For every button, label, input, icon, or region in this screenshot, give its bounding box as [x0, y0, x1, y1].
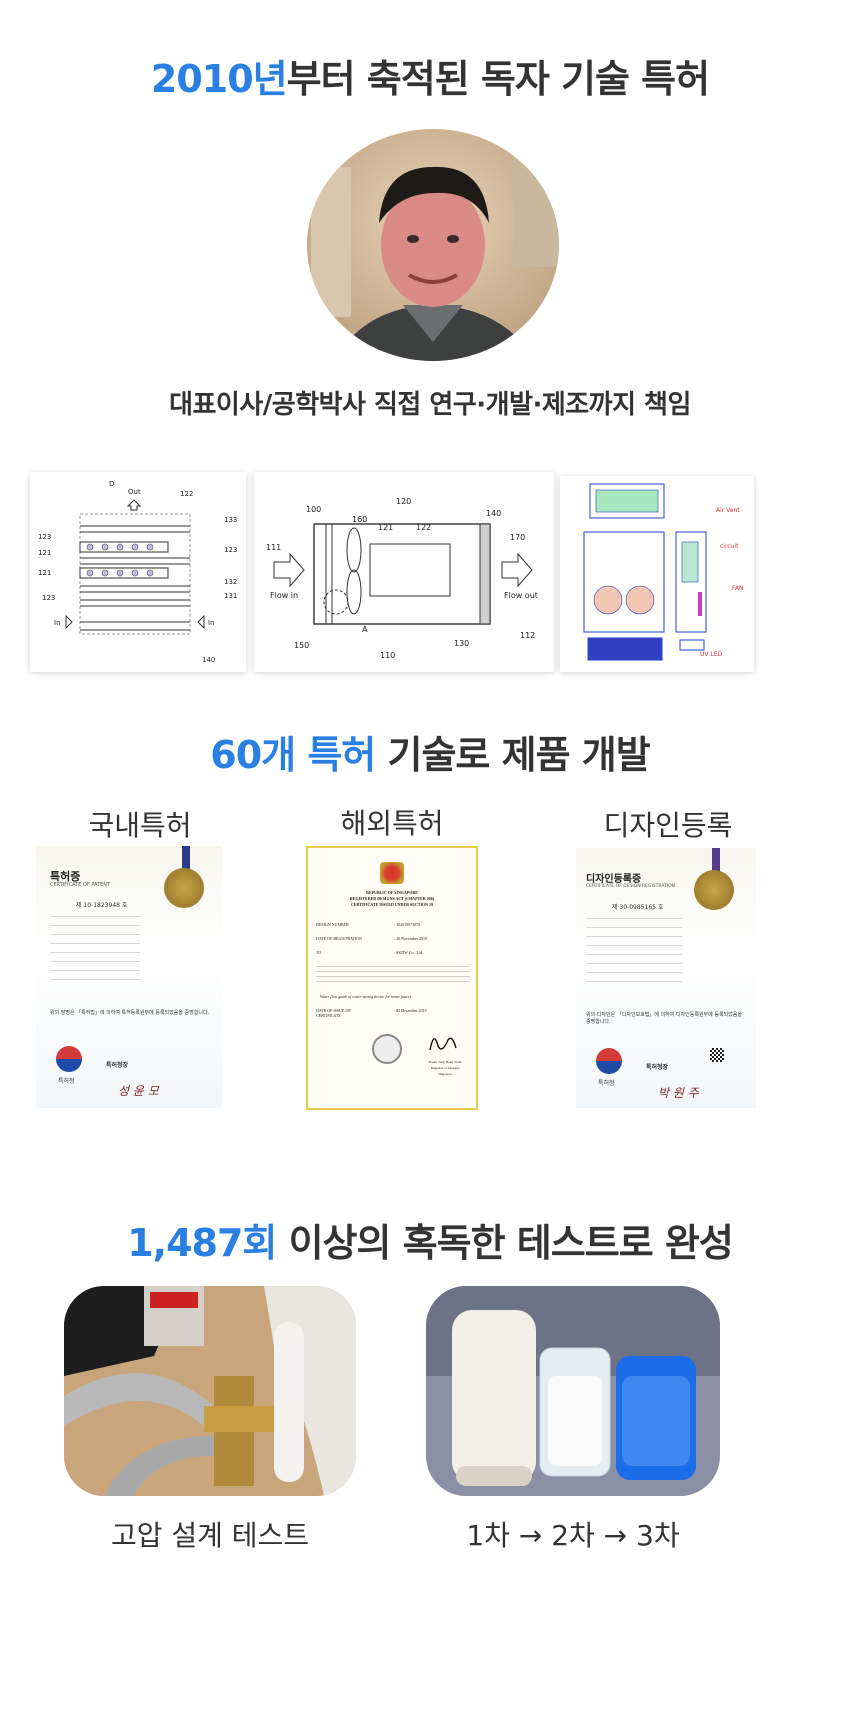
section2-heading-rest: 기술로 제품 개발 [375, 733, 651, 777]
ribbon [712, 848, 720, 878]
d1-label: In [54, 619, 61, 627]
d3-label: FAN [732, 585, 744, 592]
d1-label: 123 [38, 533, 51, 541]
d1-label: 132 [224, 578, 237, 586]
cert2-field-value: : SKDW Co., Ltd. [394, 950, 424, 955]
photo-caption-pressure: 고압 설계 테스트 [110, 1519, 310, 1552]
section1-heading-rest: 부터 축적된 독자 기술 특허 [286, 57, 710, 101]
d1-label: 131 [224, 592, 237, 600]
d3-label: Air Vent [716, 507, 740, 514]
cert1-detail-lines [50, 916, 140, 988]
cert-label-overseas: 해외특허 [340, 807, 444, 840]
d1-label: 122 [180, 490, 193, 498]
patent-drawing-2: 100 120 160 121 122 140 111 170 Flow in … [254, 472, 554, 672]
d2-label: A [362, 625, 368, 634]
d3-label: UV LED [700, 651, 723, 658]
d2-label: 170 [510, 533, 525, 542]
cert2-field-key: TO [316, 950, 322, 955]
d2-label: 160 [352, 515, 367, 524]
cert-label-domestic: 국내특허 [88, 809, 192, 842]
section2-heading: 60개 특허 기술로 제품 개발 [0, 724, 860, 779]
d2-label: 112 [520, 631, 535, 640]
cert3-official: 특허청장 [646, 1064, 669, 1071]
d2-label: Flow in [270, 591, 298, 600]
section2-heading-highlight: 60개 특허 [210, 733, 376, 777]
design-registration-certificate: 디자인등록증 CERTIFICATE OF DESIGN REGISTRATIO… [576, 848, 756, 1108]
cert2-field-value: : 20 November 2019 [394, 936, 427, 941]
cert2-field-value: : 02 December 2019 [394, 1008, 427, 1013]
cert1-org: 특허청 [58, 1078, 75, 1085]
cert2-product: Water flow guide of water-saving device … [320, 994, 411, 999]
qr-code-icon [710, 1048, 724, 1062]
section3-heading-rest: 이상의 혹독한 테스트로 완성 [276, 1221, 734, 1265]
cert3-title: 디자인등록증 [586, 874, 642, 885]
d1-label: 140 [202, 656, 215, 664]
cert1-signature: 성 윤 모 [118, 1084, 159, 1098]
cert3-detail-lines [586, 918, 682, 988]
cert3-org: 특허청 [598, 1080, 615, 1087]
cert3-number: 제 30-0985165 호 [612, 904, 664, 911]
cert2-signer-place: Singapore [437, 1072, 453, 1076]
domestic-patent-certificate: 특허증 CERTIFICATE OF PATENT 제 10-1823948 호… [36, 846, 222, 1108]
d2-label: 100 [306, 505, 321, 514]
ceo-caption: 대표이사/공학박사 직접 연구·개발·제조까지 책임 [169, 390, 691, 420]
d1-label: D [109, 480, 114, 488]
d1-label: 123 [42, 594, 55, 602]
d1-label: 121 [38, 569, 51, 577]
cert2-line1: REPUBLIC OF SINGAPORE [366, 890, 418, 895]
ceo-portrait [303, 127, 563, 363]
cert3-statement: 위의 디자인은 「디자인보호법」에 의하여 디자인등록원부에 등록되었음을 증명… [586, 1012, 742, 1025]
gold-seal-icon [164, 868, 204, 908]
cert2-field-value: : 30201907107S [394, 922, 421, 927]
d2-label: Flow out [504, 591, 538, 600]
d2-label: 110 [380, 651, 395, 660]
cert2-field-key: DATE OF REGISTRATION [316, 936, 362, 941]
d2-label: 120 [396, 497, 411, 506]
cert1-number: 제 10-1823948 호 [76, 902, 128, 909]
d3-label: circuit [720, 543, 739, 550]
section1-heading: 2010년부터 축적된 독자 기술 특허 [0, 48, 860, 103]
d2-label: 140 [486, 509, 501, 518]
d2-label: 121 [378, 523, 393, 532]
patent-drawing-1: D Out 122 133 123 121 123 121 132 131 12… [30, 472, 246, 672]
d2-label: 150 [294, 641, 309, 650]
cert1-official: 특허청장 [106, 1062, 129, 1069]
cert2-line2: REGISTERED DESIGNS ACT (CHAPTER 266) [349, 896, 435, 901]
singapore-crest-icon [380, 862, 404, 884]
ribbon [182, 846, 190, 876]
d1-label: 123 [224, 546, 237, 554]
cert2-signer-title: Registrar of Designs [430, 1066, 460, 1070]
d1-label: In [208, 619, 215, 627]
section1-heading-highlight: 2010년 [150, 57, 288, 101]
d1-label: Out [128, 488, 141, 496]
cert2-field-key: DATE OF ISSUE OF CERTIFICATE [316, 1008, 351, 1018]
kipo-emblem-icon [596, 1048, 622, 1074]
cert2-line3: CERTIFICATE ISSUED UNDER SECTION 19 [350, 902, 434, 907]
cert2-signer: Daren Tang Heng Shim [428, 1060, 462, 1064]
cert1-subtitle: CERTIFICATE OF PATENT [50, 882, 111, 888]
d2-label: 130 [454, 639, 469, 648]
cert2-field-key: DESIGN NUMBER [316, 922, 349, 927]
section3-heading: 1,487회 이상의 혹독한 테스트로 완성 [0, 1212, 860, 1267]
section3-heading-highlight: 1,487회 [127, 1221, 277, 1265]
cert-label-design: 디자인등록 [603, 809, 733, 842]
patent-drawing-3: Air Vent circuit FAN UV LED [560, 476, 754, 672]
cert2-body-lines [316, 966, 470, 986]
d1-label: 133 [224, 516, 237, 524]
signature-icon [429, 1037, 457, 1051]
filter-iterations-photo [426, 1286, 720, 1496]
kipo-emblem-icon [56, 1046, 82, 1072]
gold-seal-icon [694, 870, 734, 910]
cert3-signature: 박 원 주 [658, 1086, 699, 1100]
cert1-title: 특허증 [50, 870, 81, 883]
d2-label: 111 [266, 543, 281, 552]
photo-caption-iterations: 1차 → 2차 → 3차 [466, 1519, 680, 1552]
overseas-patent-certificate: REPUBLIC OF SINGAPORE REGISTERED DESIGNS… [306, 846, 478, 1110]
registry-seal-icon [372, 1034, 402, 1064]
high-pressure-test-photo [64, 1286, 356, 1496]
cert1-statement: 위의 발명은 「특허법」에 의하여 특허등록원부에 등록되었음을 증명합니다. [50, 1010, 210, 1016]
d2-label: 122 [416, 523, 431, 532]
d1-label: 121 [38, 549, 51, 557]
cert3-subtitle: CERTIFICATE OF DESIGN REGISTRATION [586, 884, 676, 889]
